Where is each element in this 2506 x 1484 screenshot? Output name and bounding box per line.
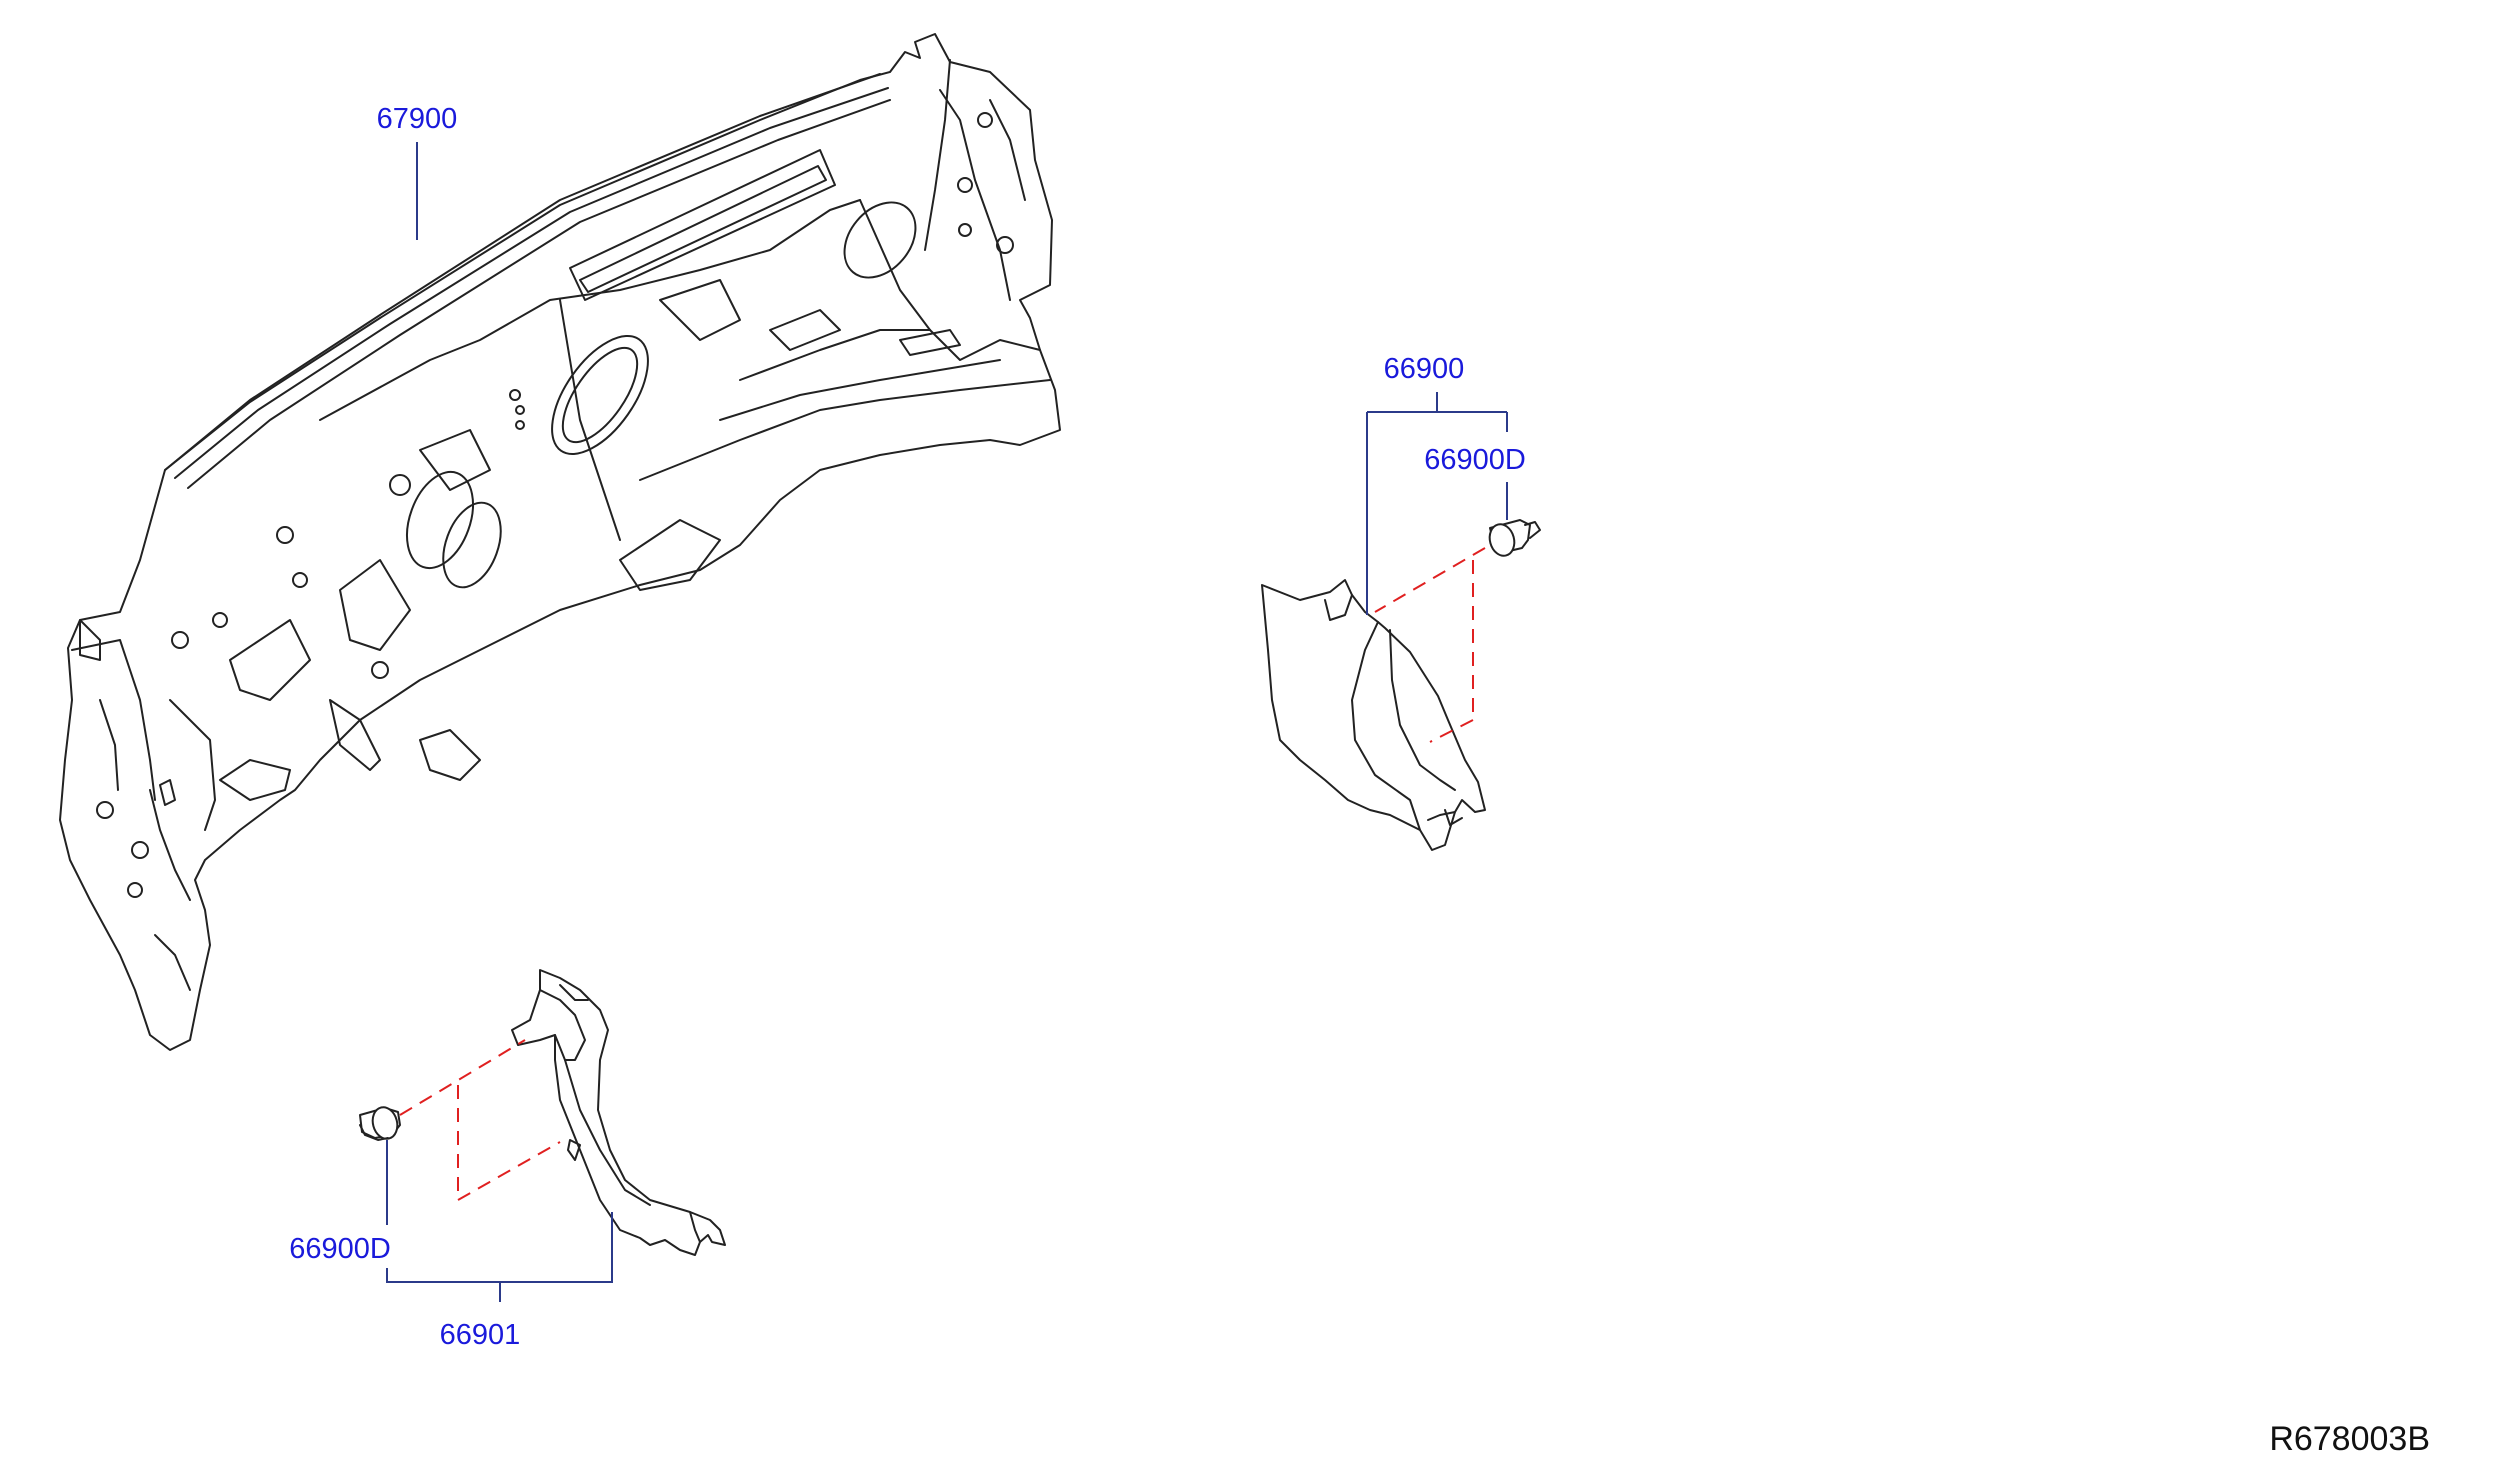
reference-code: R678003B (2269, 1420, 2430, 1458)
guide-line-rh-bottom (1429, 719, 1474, 743)
leader-66900 (1366, 392, 1508, 615)
guide-line-lh-top (399, 1039, 526, 1116)
dash-insulator-part (59, 33, 1061, 1051)
label-66900: 66900 (1384, 353, 1465, 385)
label-66901: 66901 (440, 1319, 521, 1351)
label-66900d-lower: 66900D (289, 1233, 391, 1265)
label-66900d-upper: 66900D (1424, 444, 1526, 476)
kick-plate-lh-part (511, 969, 726, 1256)
leader-66901 (386, 1212, 613, 1302)
clip-lower-part (359, 1106, 401, 1141)
guide-line-rh-top (1374, 547, 1486, 613)
guide-line-lh-bottom (457, 1141, 561, 1201)
kick-plate-rh-part (1261, 579, 1486, 851)
label-67900: 67900 (377, 103, 458, 135)
clip-upper-part (1488, 519, 1541, 557)
